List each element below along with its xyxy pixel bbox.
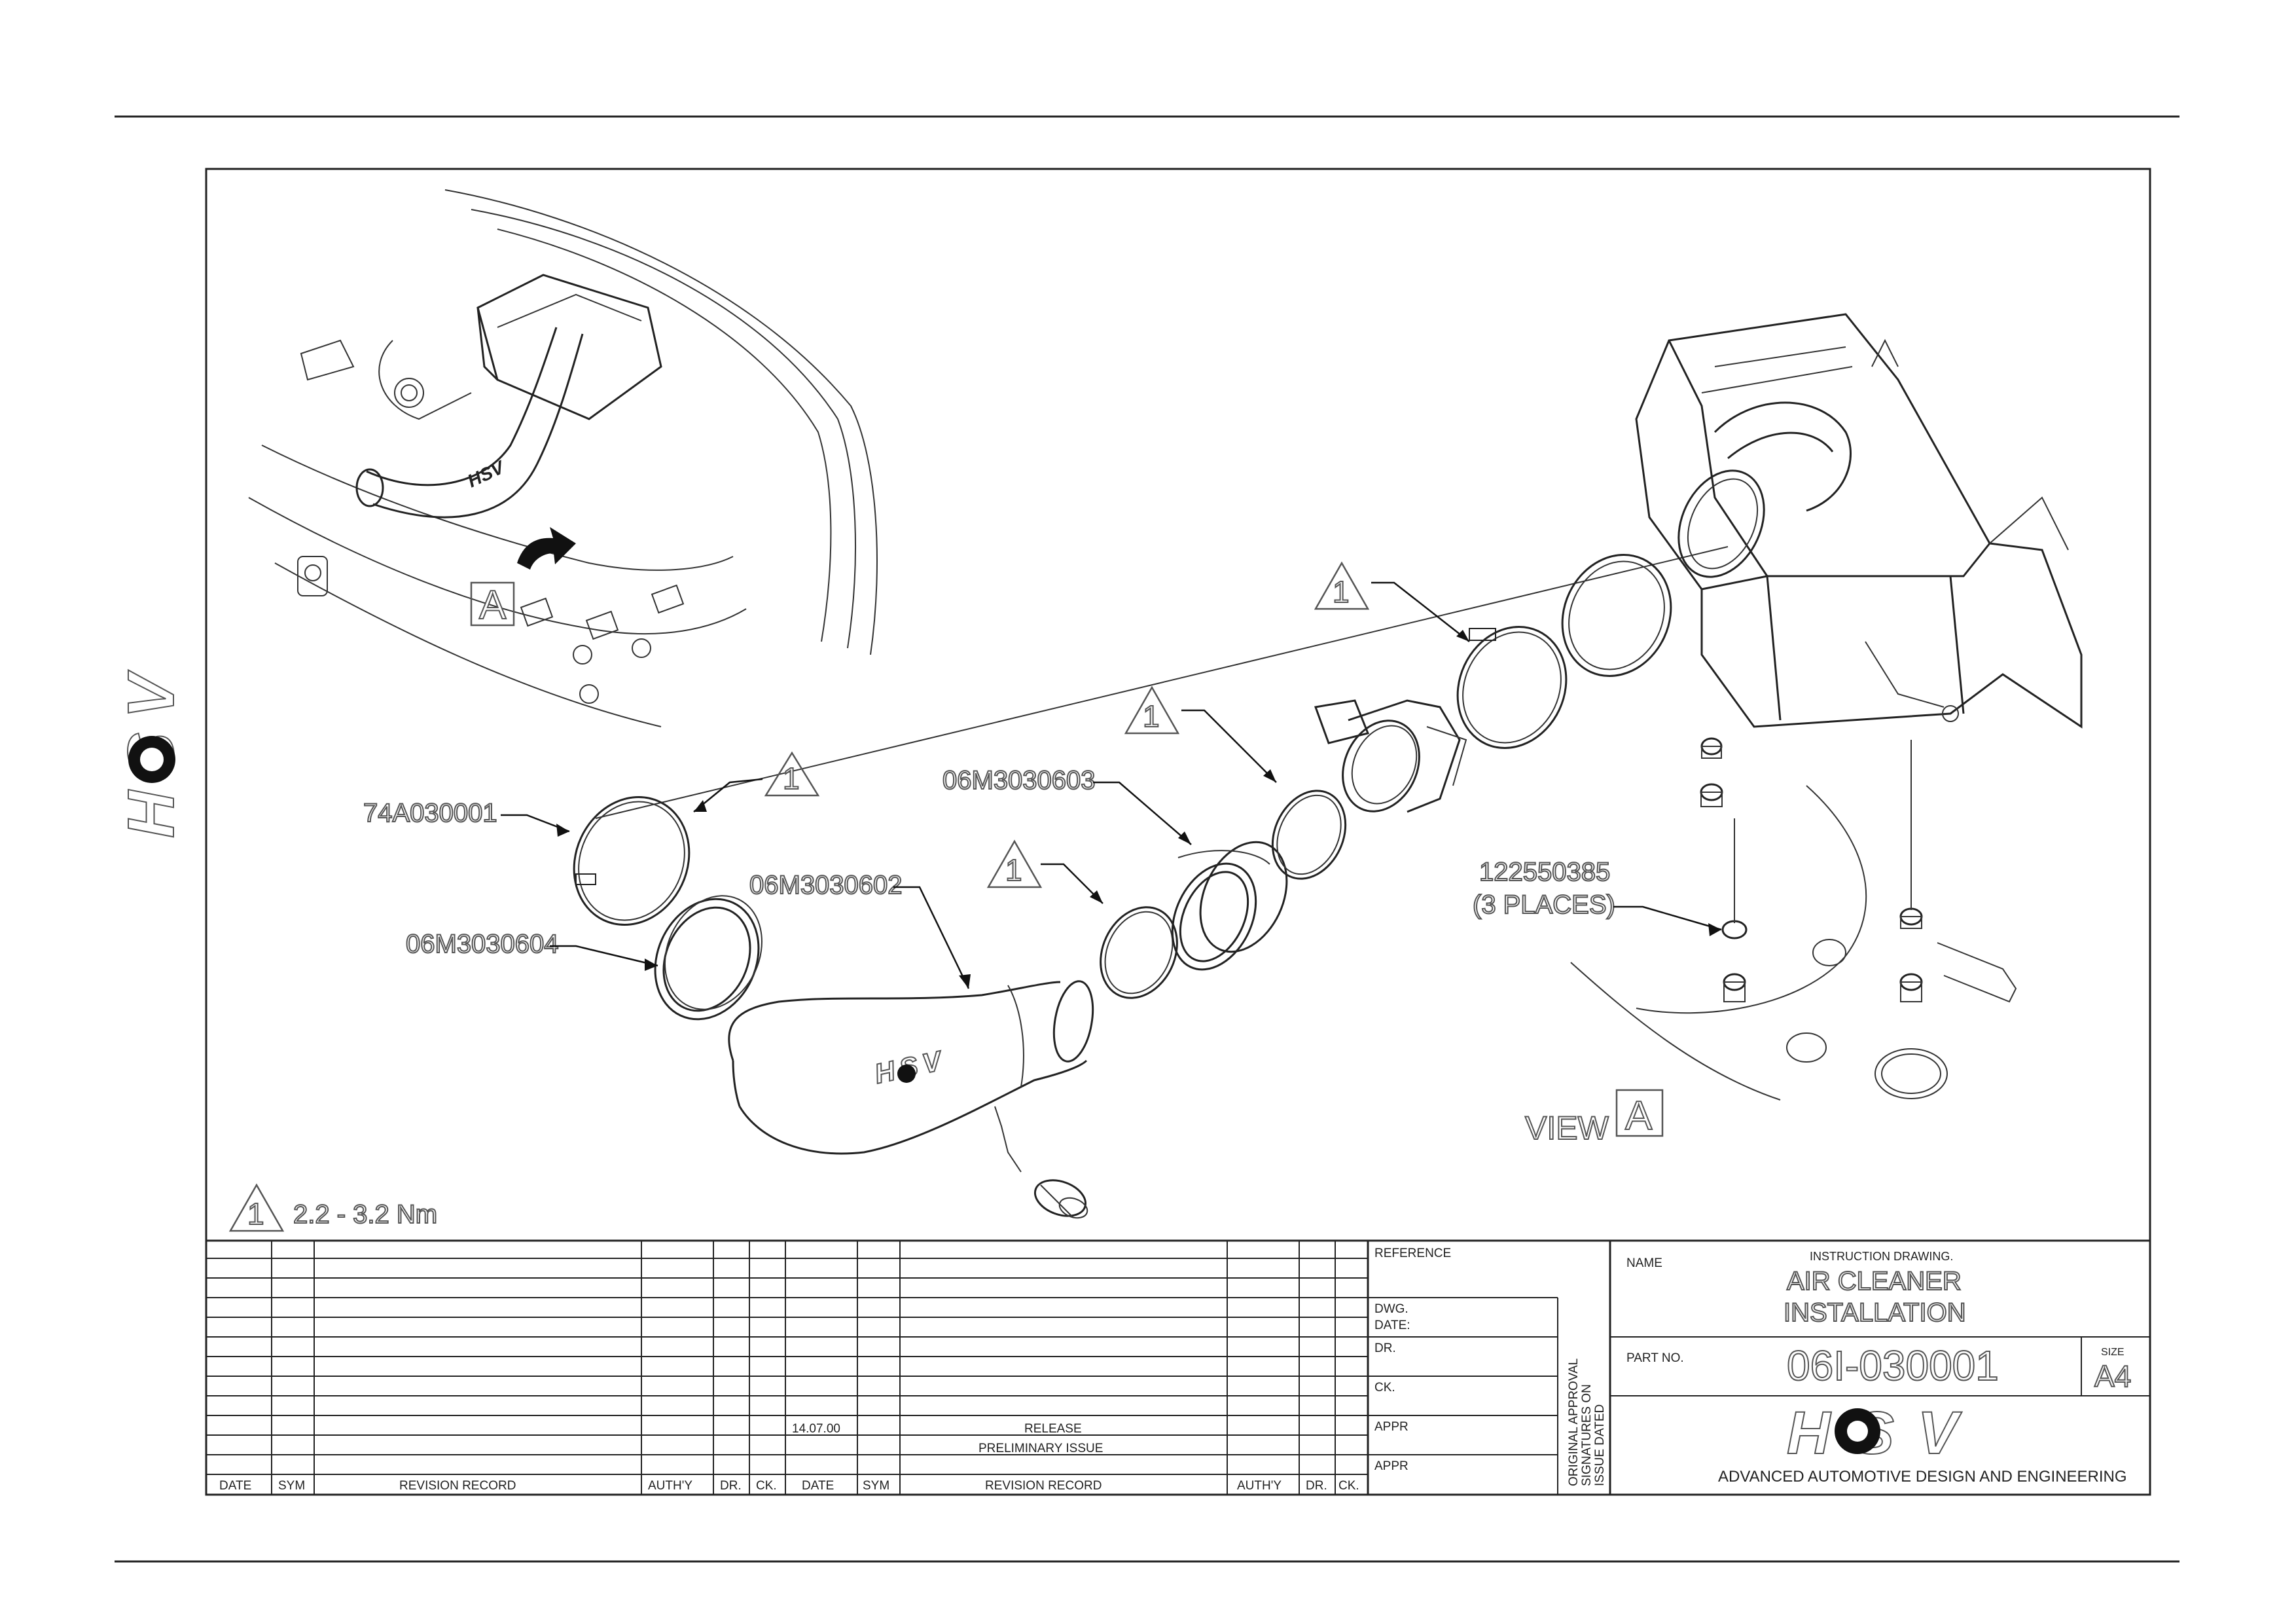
mass-air-flow-sensor xyxy=(1314,699,1467,813)
svg-text:INSTRUCTION DRAWING.: INSTRUCTION DRAWING. xyxy=(1810,1250,1953,1263)
svg-text:PRELIMINARY ISSUE: PRELIMINARY ISSUE xyxy=(978,1442,1103,1455)
svg-text:1: 1 xyxy=(247,1197,264,1231)
svg-text:AUTH'Y: AUTH'Y xyxy=(1237,1479,1282,1493)
svg-text:SYM: SYM xyxy=(863,1479,889,1493)
svg-text:06M3030602: 06M3030602 xyxy=(749,871,903,900)
svg-text:DR.: DR. xyxy=(720,1479,742,1493)
svg-text:INSTALLATION: INSTALLATION xyxy=(1784,1298,1966,1327)
svg-text:NAME: NAME xyxy=(1626,1256,1662,1270)
svg-text:REVISION RECORD: REVISION RECORD xyxy=(399,1479,516,1493)
svg-text:DWG.: DWG. xyxy=(1374,1302,1408,1316)
title-block xyxy=(1610,1336,2150,1396)
svg-text:(3 PLACES): (3 PLACES) xyxy=(1473,890,1615,919)
revision-headers: DATE SYM REVISION RECORD AUTH'Y DR. CK. … xyxy=(219,1422,1359,1493)
svg-text:122550385: 122550385 xyxy=(1479,858,1610,886)
view-a-mounting-detail xyxy=(1570,737,2017,1101)
svg-text:AUTH'Y: AUTH'Y xyxy=(648,1479,692,1493)
svg-text:2.2 - 3.2 Nm: 2.2 - 3.2 Nm xyxy=(293,1200,437,1229)
airbox-seal-ring xyxy=(1561,554,1672,677)
torque-marker-1b: 1 xyxy=(986,839,1103,904)
hose-clamp-mid xyxy=(1100,906,1178,999)
torque-marker-1d: 1 xyxy=(1314,561,1470,642)
svg-text:SYM: SYM xyxy=(278,1479,305,1493)
svg-text:VIEW: VIEW xyxy=(1525,1110,1609,1146)
callout-06m3030603: 06M3030603 xyxy=(942,765,1192,845)
torque-marker-1c: 1 xyxy=(1124,685,1277,783)
hose-clamp-74a030001 xyxy=(573,796,691,926)
svg-text:PART NO.: PART NO. xyxy=(1626,1351,1684,1365)
svg-text:A: A xyxy=(479,583,507,628)
coupler-06m3030603 xyxy=(1171,841,1288,971)
svg-text:ISSUE DATED: ISSUE DATED xyxy=(1593,1404,1607,1486)
hsv-side-logo: HSV xyxy=(114,659,188,839)
svg-text:CK.: CK. xyxy=(1374,1381,1395,1395)
svg-text:14.07.00: 14.07.00 xyxy=(792,1422,840,1436)
svg-text:RELEASE: RELEASE xyxy=(1024,1422,1082,1436)
callout-74a030001: 74A030001 xyxy=(363,798,570,837)
svg-text:REFERENCE: REFERENCE xyxy=(1374,1247,1451,1260)
svg-text:06I-030001: 06I-030001 xyxy=(1787,1342,1999,1389)
svg-text:1: 1 xyxy=(1005,853,1022,887)
svg-text:DATE: DATE xyxy=(802,1479,834,1493)
svg-text:1: 1 xyxy=(1333,575,1350,609)
drawing-border xyxy=(205,168,2151,1496)
vehicle-engine-bay-sketch: HSV A xyxy=(248,189,878,727)
svg-text:AIR CLEANER: AIR CLEANER xyxy=(1787,1267,1962,1296)
hose-clamp-upper xyxy=(1271,790,1347,880)
callout-06m3030602: 06M3030602 xyxy=(749,870,971,989)
approval-labels: REFERENCE DWG. DATE: DR. CK. APPR APPR O… xyxy=(1374,1247,1607,1486)
view-a-label: VIEW A xyxy=(1524,1089,1664,1147)
view-marker-box xyxy=(470,581,515,627)
svg-text:CK.: CK. xyxy=(1338,1479,1359,1493)
coupler-06m3030604 xyxy=(654,895,762,1021)
svg-text:HSV: HSV xyxy=(1787,1400,1981,1467)
svg-text:1: 1 xyxy=(783,761,800,795)
revision-record-table xyxy=(206,1239,2150,1495)
svg-text:74A030001: 74A030001 xyxy=(363,799,497,828)
callout-122550385: 122550385 (3 PLACES) xyxy=(1472,857,1722,936)
svg-text:DATE:: DATE: xyxy=(1374,1319,1410,1332)
callout-06m3030604: 06M3030604 xyxy=(405,929,658,971)
svg-text:DATE: DATE xyxy=(219,1479,251,1493)
svg-text:APPR: APPR xyxy=(1374,1459,1408,1473)
hose-clamp-airbox xyxy=(1456,626,1568,749)
svg-text:DR.: DR. xyxy=(1374,1341,1396,1355)
assembly-axis-line xyxy=(595,546,1729,819)
svg-text:A: A xyxy=(1625,1093,1653,1139)
svg-text:06M3030604: 06M3030604 xyxy=(406,930,559,958)
svg-text:ADVANCED AUTOMOTIVE DESIGN AND: ADVANCED AUTOMOTIVE DESIGN AND ENGINEERI… xyxy=(1718,1468,2127,1486)
svg-text:CK.: CK. xyxy=(756,1479,777,1493)
svg-text:A4: A4 xyxy=(2094,1359,2131,1393)
svg-text:HSV: HSV xyxy=(464,456,508,491)
torque-note: 1 2.2 - 3.2 Nm xyxy=(228,1183,438,1232)
svg-text:APPR: APPR xyxy=(1374,1420,1408,1434)
air-cleaner-housing xyxy=(1635,313,2083,729)
intake-tube-06m3030602: HSV xyxy=(728,980,1094,1219)
title-block-text: NAME INSTRUCTION DRAWING. AIR CLEANER IN… xyxy=(1626,1250,2132,1486)
svg-text:ORIGINAL APPROVAL: ORIGINAL APPROVAL xyxy=(1567,1359,1581,1486)
svg-text:1: 1 xyxy=(1143,699,1160,733)
torque-marker-1a: 1 xyxy=(693,751,820,812)
approval-block xyxy=(1368,1241,1611,1495)
svg-text:SIZE: SIZE xyxy=(2101,1347,2125,1358)
svg-text:REVISION RECORD: REVISION RECORD xyxy=(985,1479,1102,1493)
svg-text:DR.: DR. xyxy=(1306,1479,1327,1493)
svg-text:06M3030603: 06M3030603 xyxy=(942,766,1096,795)
svg-text:SIGNATURES ON: SIGNATURES ON xyxy=(1580,1384,1594,1486)
